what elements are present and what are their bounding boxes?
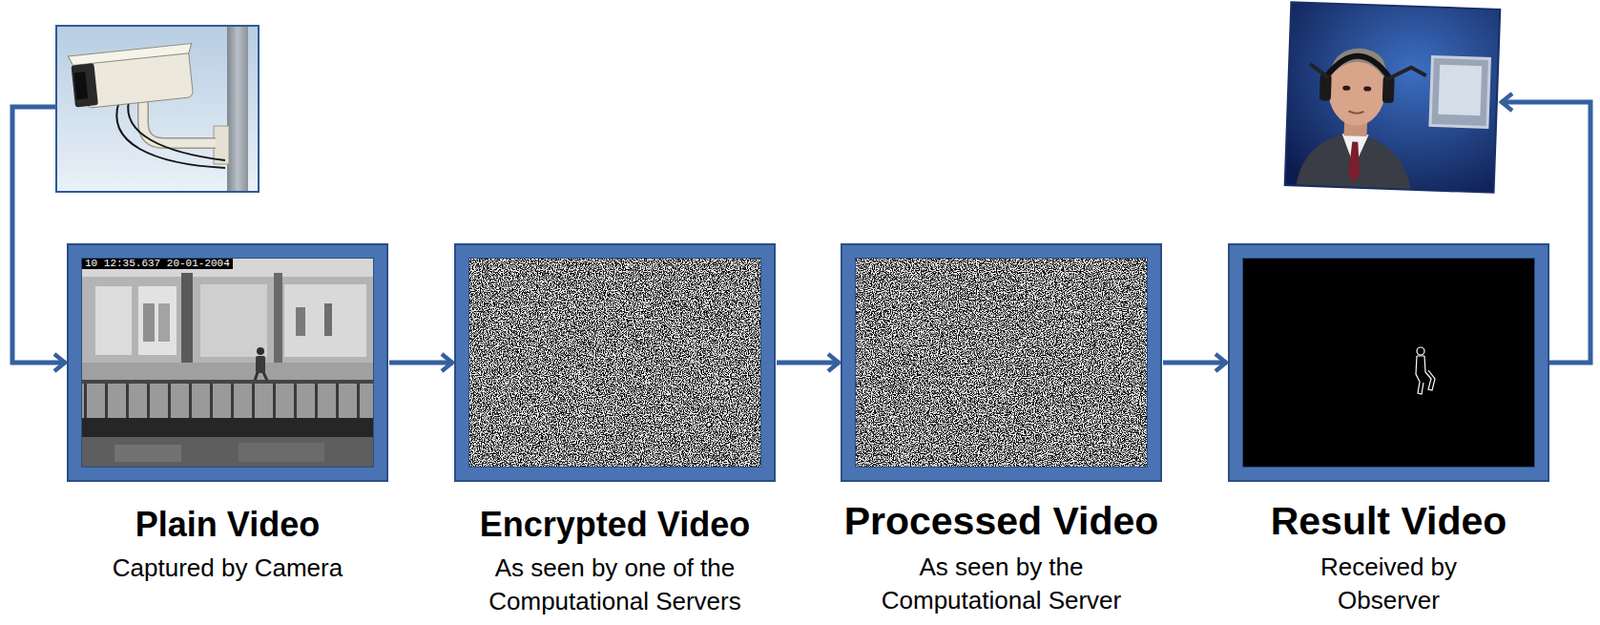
camera-photo [56, 25, 259, 192]
feed-arrow [12, 106, 66, 363]
video-frame: Processed VideoAs seen by the Computatio… [842, 245, 1161, 480]
frame-caption: Plain VideoCaptured by Camera [27, 505, 429, 585]
frame-title: Result Video [1188, 499, 1590, 543]
noise-frame [854, 257, 1148, 468]
video-frame: Encrypted VideoAs seen by one of the Com… [456, 245, 774, 480]
frame-title: Plain Video [27, 505, 429, 544]
timestamp-overlay: 10 12:35.637 20-01-2004 [82, 258, 233, 270]
frame-title: Encrypted Video [415, 505, 816, 544]
video-frame: Result VideoReceived by Observer [1229, 245, 1548, 480]
surveillance-frame [81, 257, 375, 468]
frame-subtitle: As seen by the Computational Server [858, 550, 1145, 618]
observer-photo [1285, 1, 1501, 193]
frame-title: Processed Video [801, 499, 1203, 543]
frame-caption: Encrypted Video As seen by one of the Com… [415, 505, 816, 619]
frame-subtitle: Captured by Camera [84, 551, 372, 585]
flow-arrow [776, 360, 840, 366]
frame-subtitle: As seen by one of the Computational Serv… [472, 551, 759, 619]
result-frame [1242, 257, 1536, 468]
video-frame: Plain VideoCaptured by Camera [68, 245, 387, 480]
noise-frame [468, 257, 762, 468]
frame-subtitle: Received by Observer [1293, 550, 1485, 618]
flow-arrow [389, 360, 454, 366]
flow-arrow [1163, 360, 1227, 366]
frame-caption: Processed Video As seen by the Computatio… [801, 499, 1203, 618]
frame-caption: Result VideoReceived by Observer [1188, 499, 1590, 618]
